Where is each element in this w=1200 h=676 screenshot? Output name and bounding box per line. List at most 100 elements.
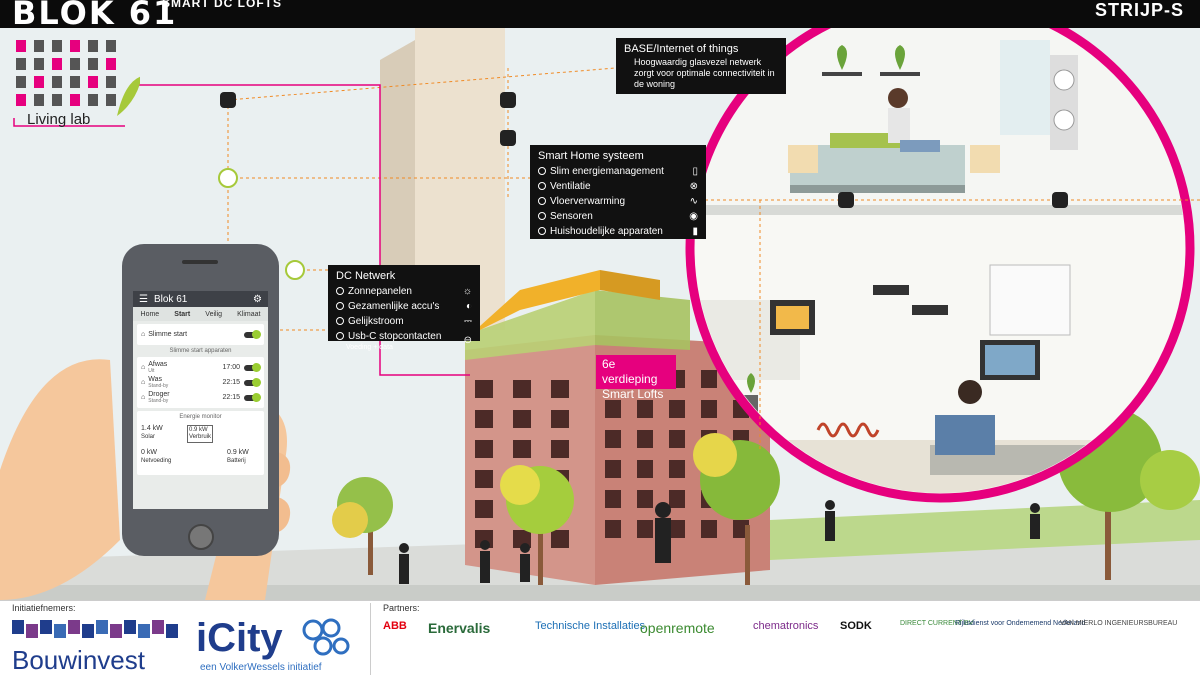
fan-icon: ⊗: [689, 181, 698, 192]
device-toggle[interactable]: [244, 362, 261, 372]
building-window: [475, 500, 493, 518]
phone-speaker: [182, 260, 218, 264]
living-lab-emblem: [12, 36, 142, 126]
trees: [332, 408, 1200, 585]
building-window: [637, 520, 653, 538]
device-time[interactable]: 22:15: [222, 394, 240, 401]
device-row: ⌂ Afwas Uit 17:00: [141, 360, 261, 375]
building-window: [513, 440, 531, 458]
dc-item-label: Gelijkstroom: [348, 316, 404, 327]
house-icon: ⌂: [141, 394, 146, 401]
partner-logo: Enervalis: [428, 620, 491, 636]
bouwinvest-logo: Bouwinvest: [12, 645, 145, 675]
partner-logo: openremote: [640, 620, 715, 636]
building-window: [669, 520, 685, 538]
dc-item-label: Gezamenlijke accu's: [348, 301, 440, 312]
partner-logo: VAN MIERLO INGENIEURSBUREAU: [1060, 620, 1178, 627]
sh-item: Huishoudelijke apparaten▮: [538, 224, 698, 239]
app-tabs: Home Start Veilig Klimaat: [133, 307, 268, 321]
tab-klimaat[interactable]: Klimaat: [237, 310, 261, 318]
building-window: [701, 370, 717, 388]
devices-header: Slimme start apparaten: [169, 348, 232, 354]
sh-item-label: Vloerverwarming: [550, 196, 626, 207]
device-row: ⌂ Was Stand-by 22:15: [141, 375, 261, 390]
building-window: [551, 410, 569, 428]
usage-value: 0.9 kW: [189, 427, 208, 433]
sensor-icon: ◉: [689, 211, 698, 222]
base-iot-box: BASE/Internet of things Hoogwaardig glas…: [616, 38, 786, 94]
battery-icon: ◐: [465, 301, 472, 312]
page-title: BLOK 61: [12, 0, 178, 32]
device-toggle[interactable]: [244, 377, 261, 387]
device-time[interactable]: 22:15: [222, 379, 240, 386]
device-time[interactable]: 17:00: [222, 364, 240, 371]
sun-icon: ☼: [462, 286, 472, 297]
building-window: [669, 430, 685, 448]
floor-heating-icon: ∿: [689, 196, 698, 207]
device-name: Droger: [148, 390, 170, 398]
tab-start[interactable]: Start: [174, 310, 191, 318]
device-toggle[interactable]: [244, 392, 261, 402]
header-bar: [0, 0, 1200, 28]
building-window: [513, 410, 531, 428]
people: [399, 500, 1040, 584]
footer-divider: [370, 603, 371, 675]
icity-sub: een VolkerWessels initiatief: [200, 662, 322, 673]
building-window: [551, 440, 569, 458]
dc-icon: ⎓: [464, 316, 472, 327]
appliance-icon: ▮: [692, 226, 698, 237]
partner-logo: ABB: [383, 620, 407, 632]
smart-start-toggle[interactable]: [244, 329, 261, 339]
solar-label: Solar: [141, 434, 156, 440]
partner-logo: SODK: [840, 620, 872, 632]
building-window: [701, 520, 717, 538]
house-icon: ⌂: [141, 364, 146, 371]
base-iot-text: Hoogwaardig glasvezel netwerk zorgt voor…: [634, 57, 775, 89]
settings-gear-icon[interactable]: ⚙: [253, 293, 262, 305]
device-name: Was: [148, 375, 162, 383]
building-window: [669, 490, 685, 508]
building-window: [475, 440, 493, 458]
living-lab-lines: [13, 84, 470, 376]
grid-value: 0 kW: [141, 449, 157, 456]
building-window: [669, 460, 685, 478]
partner-logo: DIRECT CURRENT BV: [900, 620, 974, 627]
building-window: [475, 380, 493, 398]
menu-icon[interactable]: ☰: [139, 293, 148, 305]
footer: [0, 600, 1200, 676]
smart-start-card: ⌂ Slimme start: [137, 324, 264, 345]
partner-logo: Rijksdienst voor Ondernemend Nederland: [955, 620, 1086, 627]
smartphone: ☰ Blok 61 ⚙ Home Start Veilig Klimaat ⌂ …: [122, 244, 279, 556]
house-icon: ⌂: [141, 379, 146, 386]
building-window: [513, 380, 531, 398]
smart-home-title: Smart Home systeem: [538, 150, 644, 162]
building-window: [605, 460, 621, 478]
battery-value: 0.9 kW: [227, 449, 249, 456]
home-button[interactable]: [188, 524, 214, 550]
tab-veilig[interactable]: Veilig: [205, 310, 223, 318]
dc-item: Gezamenlijke accu's ◐: [336, 299, 472, 314]
building-window: [605, 490, 621, 508]
icity-logo: iCity: [196, 616, 283, 660]
sh-item-label: Slim energiemanagement: [550, 166, 664, 177]
usb-icon: ⊖: [463, 335, 472, 346]
tab-home[interactable]: Home: [140, 310, 160, 318]
base-iot-title: BASE/Internet of things: [624, 43, 739, 55]
location-label: STRIJP-S: [1094, 0, 1184, 20]
phone-icon: ▯: [692, 166, 698, 177]
app-header: ☰ Blok 61 ⚙: [133, 291, 268, 307]
building-window: [637, 490, 653, 508]
bouwinvest-logo-icon: [12, 620, 178, 638]
connector-nodes: [218, 92, 1068, 280]
dc-item-label: Zonnepanelen: [348, 286, 412, 297]
grid-label: Netvoeding: [141, 458, 172, 464]
sh-item: Ventilatie⊗: [538, 179, 698, 194]
sh-item-label: Sensoren: [550, 211, 593, 222]
dc-item: Zonnepanelen ☼: [336, 284, 472, 299]
background-tower: [415, 28, 505, 330]
usb-note: Voeding + data: [346, 344, 393, 351]
dc-item-label: Usb-C stopcontacten: [348, 331, 442, 342]
devices-card: ⌂ Afwas Uit 17:00 ⌂ Was Stand-by 22:15 ⌂…: [137, 357, 264, 408]
floor-label-line1: 6e verdieping: [602, 357, 658, 386]
solar-value: 1.4 kW: [141, 425, 163, 432]
